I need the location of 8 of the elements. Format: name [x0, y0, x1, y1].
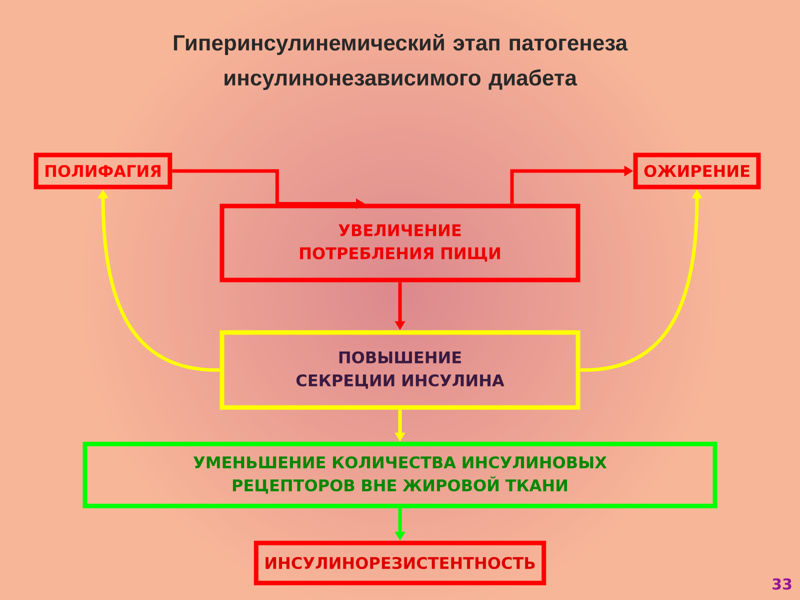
process-box: ПОЛИФАГИЯ — [34, 152, 172, 190]
page-number: 33 — [772, 578, 792, 590]
process-box: ПОВЫШЕНИЕ СЕКРЕЦИИ ИНСУЛИНА — [220, 330, 580, 410]
process-box: УМЕНЬШЕНИЕ КОЛИЧЕСТВА ИНСУЛИНОВЫХ РЕЦЕПТОРОВ ВНЕ ЖИРОВОЙ ТКАНИ — [82, 442, 718, 508]
title: Гиперинсулинемический этап патогенеза инсулинонезависимого диабета — [174, 34, 628, 90]
process-box: ОЖИРЕНИЕ — [633, 152, 761, 190]
process-box: ИНСУЛИНОРЕЗИСТЕНТНОСТЬ — [254, 540, 546, 586]
process-box: УВЕЛИЧЕНИЕ ПОТРЕБЛЕНИЯ ПИЩИ — [220, 204, 580, 282]
